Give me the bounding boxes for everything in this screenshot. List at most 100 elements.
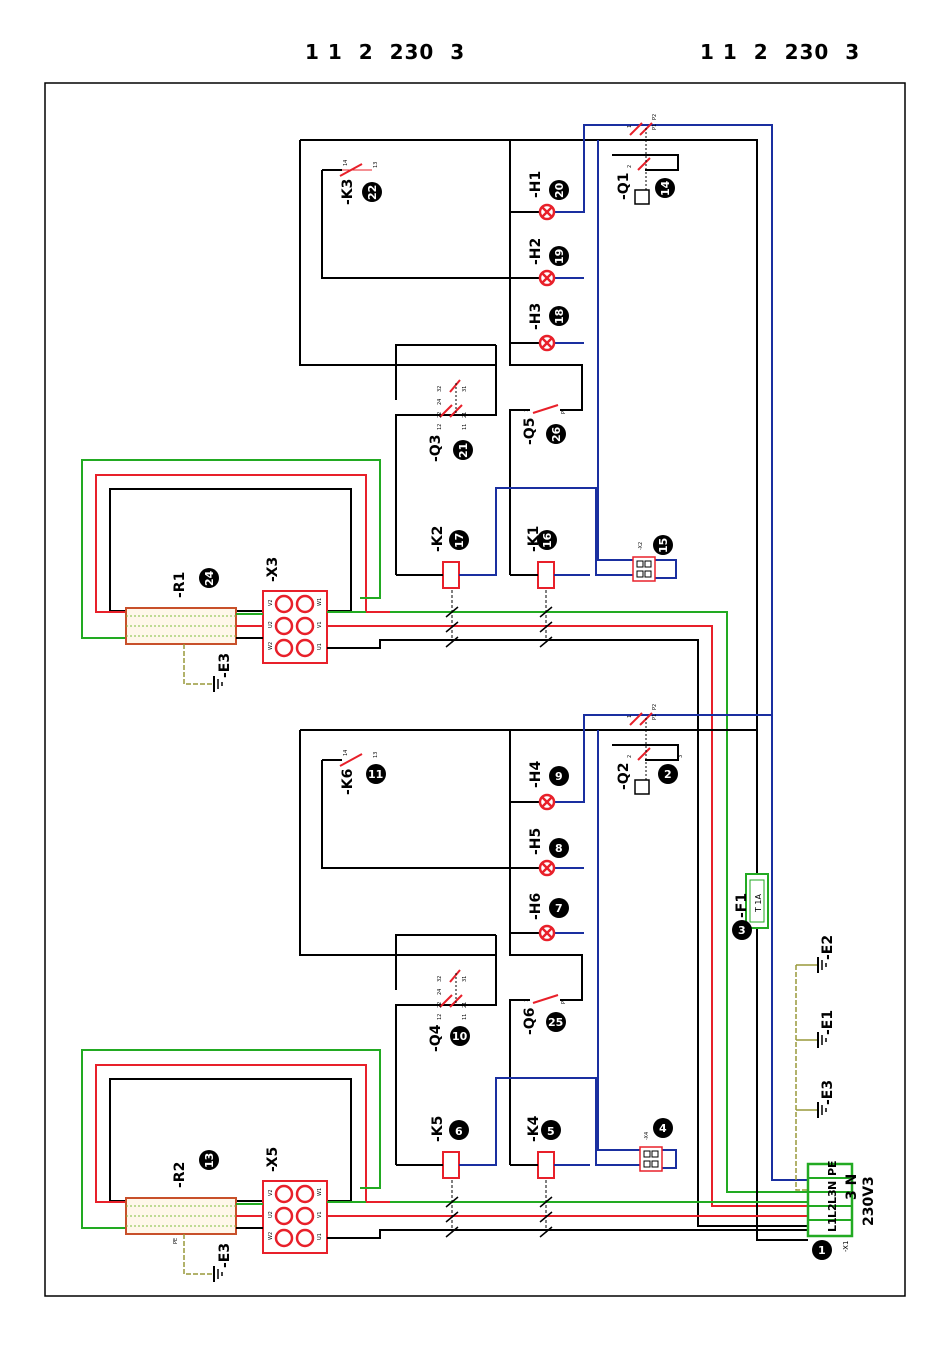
earth-e3: -E3 [796,1080,836,1118]
pressure-ref: -Q6 [522,1008,538,1035]
heater-badge: 24 [203,570,216,586]
relay-badge: 11 [368,768,383,781]
lamp-b-badge: 19 [553,249,566,264]
lamp-a-badge: 7 [555,902,563,915]
q5-pin-p: P [561,411,567,414]
switch-ref: -Q1 [616,173,632,200]
q4-pin-21: 21 [462,1002,468,1008]
q3-pin-31: 31 [462,386,468,392]
pressure-ref: -Q5 [522,418,538,445]
unit-top: -R1 24 -E3 V2 U2 W2 W1 V1 U1 -X3 [81,114,808,1241]
fuse-f1 [745,873,769,929]
k3-pin-13: 13 [373,162,379,168]
earth-e2-ref: -E2 [820,935,836,960]
pin-w2: W2 [268,642,274,650]
q1-pin-p1: P1 [652,124,658,130]
fuse-ref: -F1 [734,893,750,918]
q5-pin-1: 1 [524,409,530,412]
k3-pin-14: 14 [343,160,349,166]
coil-k2 [442,561,460,589]
q3-pin-24: 24 [437,399,443,405]
lamp-top-c [538,203,556,221]
thermostat-ref: -Q3 [428,435,444,462]
switch-ref: -Q2 [616,763,632,790]
supply-l3: L3 [826,1189,839,1204]
lamp-c-ref: -H4 [528,760,544,788]
earth-e1: -E1 [796,1010,836,1048]
terminal-ref: -X3 [265,557,281,582]
lamp-bottom-c [538,793,556,811]
contactor-a-badge: 17 [453,533,466,548]
pin-u1: U1 [317,643,323,650]
q4-pin-22: 22 [437,1002,443,1008]
q1-pin-1: 1 [627,125,633,128]
supply-l2: L2 [826,1203,839,1218]
pin-u2: U2 [268,621,274,628]
heater-ref: -R1 [172,572,188,598]
q2-pin-1: 1 [627,715,633,718]
pin-w1: W1 [317,598,323,606]
k6-pin-14: 14 [343,750,349,756]
contactor-b-badge: 5 [547,1125,555,1138]
lamp-top-b [538,269,556,287]
relay-ref: -K6 [340,769,356,795]
drawing-frame [44,82,906,1297]
switch-badge: 14 [659,180,672,196]
supply-tag: 3 N [844,1174,860,1200]
unit-bottom: -R2 13 PE -E3 V2 U2 W2 W1 V1 U1 -X5 [81,704,808,1282]
lamp-a-ref: -H6 [528,893,544,920]
q6-pin-1: 1 [524,999,530,1002]
pin-u2: U2 [268,1211,274,1218]
heater-ref: -R2 [172,1162,188,1188]
lamp-top-a [538,334,556,352]
lamp-bottom-a [538,924,556,942]
q2-pin-p1: P1 [652,714,658,720]
fuse-badge: 3 [738,924,746,937]
supply-badge: 1 [818,1244,826,1257]
lamp-a-badge: 18 [553,309,566,324]
q2-pin-3: 3 [678,755,684,758]
k6-pin-13: 13 [373,752,379,758]
lamp-a-ref: -H3 [528,303,544,330]
lamp-bottom-b [538,859,556,877]
q6-pin-p: P [561,1001,567,1004]
relay-ref: -K3 [340,179,356,205]
q4-pin-31: 31 [462,976,468,982]
header-right: 1 1 2 230 3 [700,40,861,64]
coil-k1 [537,561,555,589]
terminal-ref: -X5 [265,1147,281,1172]
supply-ref: -X1 [842,1241,850,1252]
relay-badge: 22 [366,185,379,200]
lamp-b-badge: 8 [555,842,563,855]
q2-pin-p2: P2 [652,704,658,710]
q1-pin-p2: P2 [652,114,658,120]
supply-voltage: 230V3 [861,1176,877,1226]
fuse-rating: T 1A [754,893,763,913]
pin-v1: V1 [317,621,323,628]
pin-v2: V2 [268,1189,274,1196]
contactor-a-ref: -K5 [430,1116,446,1142]
lamp-c-badge: 9 [555,770,563,783]
connector-badge: 4 [659,1122,667,1135]
q3-pin-22: 22 [437,412,443,418]
contactor-b-ref: -K1 [526,526,542,552]
header-left: 1 1 2 230 3 [305,40,466,64]
connector-tag: -X4 [644,1132,650,1140]
q4-pin-32: 32 [437,976,443,982]
earth-ref: -E3 [217,653,233,678]
earth-e1-ref: -E1 [820,1010,836,1035]
lamp-c-badge: 20 [553,182,566,198]
lamp-b-ref: -H2 [528,238,544,265]
pin-w2: W2 [268,1232,274,1240]
pressure-badge: 26 [550,426,563,442]
pin-u1: U1 [317,1233,323,1240]
lamp-c-ref: -H1 [528,171,544,198]
pin-v2: V2 [268,599,274,606]
pin-w1: W1 [317,1188,323,1196]
connector-badge: 15 [657,538,670,553]
contactor-a-badge: 6 [455,1125,463,1138]
pressure-badge: 25 [548,1016,563,1029]
heater-loop-green [81,459,381,639]
pin-v1: V1 [317,1211,323,1218]
